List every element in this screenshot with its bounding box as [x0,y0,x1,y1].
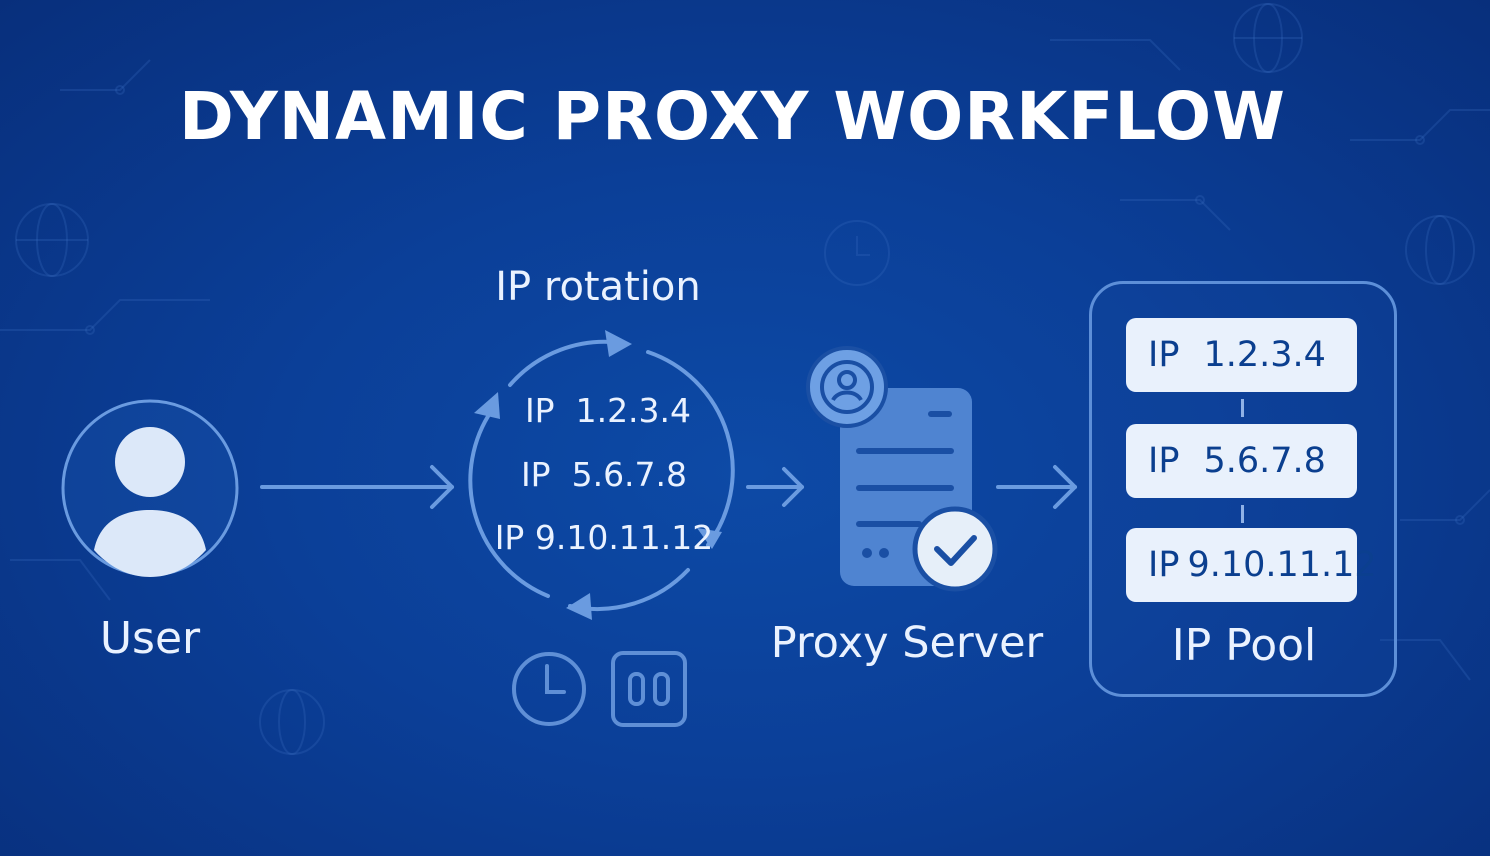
ip-value: 9.10.11.12 [1187,545,1377,585]
globe-icon [259,689,325,755]
ip-value: 5.6.7.8 [571,455,688,494]
rotation-ip-3: IP 9.10.11.12 [474,518,734,557]
ip-prefix: IP [520,455,551,494]
globe-icon [15,203,89,277]
ip-rotation-label: IP rotation [495,264,701,310]
ip-prefix: IP [1148,441,1180,481]
page-title: DYNAMIC PROXY WORKFLOW [179,78,1286,155]
rotation-ip-1: IP 1.2.3.4 [478,391,738,430]
pool-ip-card-2: IP 5.6.7.8 [1126,424,1357,498]
pool-ip-card-1: IP 1.2.3.4 [1126,318,1357,392]
ip-value: 1.2.3.4 [575,391,692,430]
ip-value: 1.2.3.4 [1203,335,1326,375]
user-label: User [99,613,201,664]
ip-prefix: IP [524,391,555,430]
rotation-ip-2: IP 5.6.7.8 [474,455,734,494]
pool-ip-card-3: IP 9.10.11.12 [1126,528,1377,602]
ip-pool-label: IP Pool [1171,620,1317,671]
ip-value: 9.10.11.12 [534,518,714,557]
globe-icon [1233,3,1303,73]
ip-value: 5.6.7.8 [1203,441,1326,481]
ip-prefix: IP [1148,335,1180,375]
pool-connector [1241,505,1244,523]
clock-icon [824,220,890,286]
ip-prefix: IP [494,518,525,557]
ip-prefix: IP [1148,545,1180,585]
pool-connector [1241,399,1244,417]
proxy-server-label: Proxy Server [770,618,1044,668]
globe-icon [1405,215,1475,285]
